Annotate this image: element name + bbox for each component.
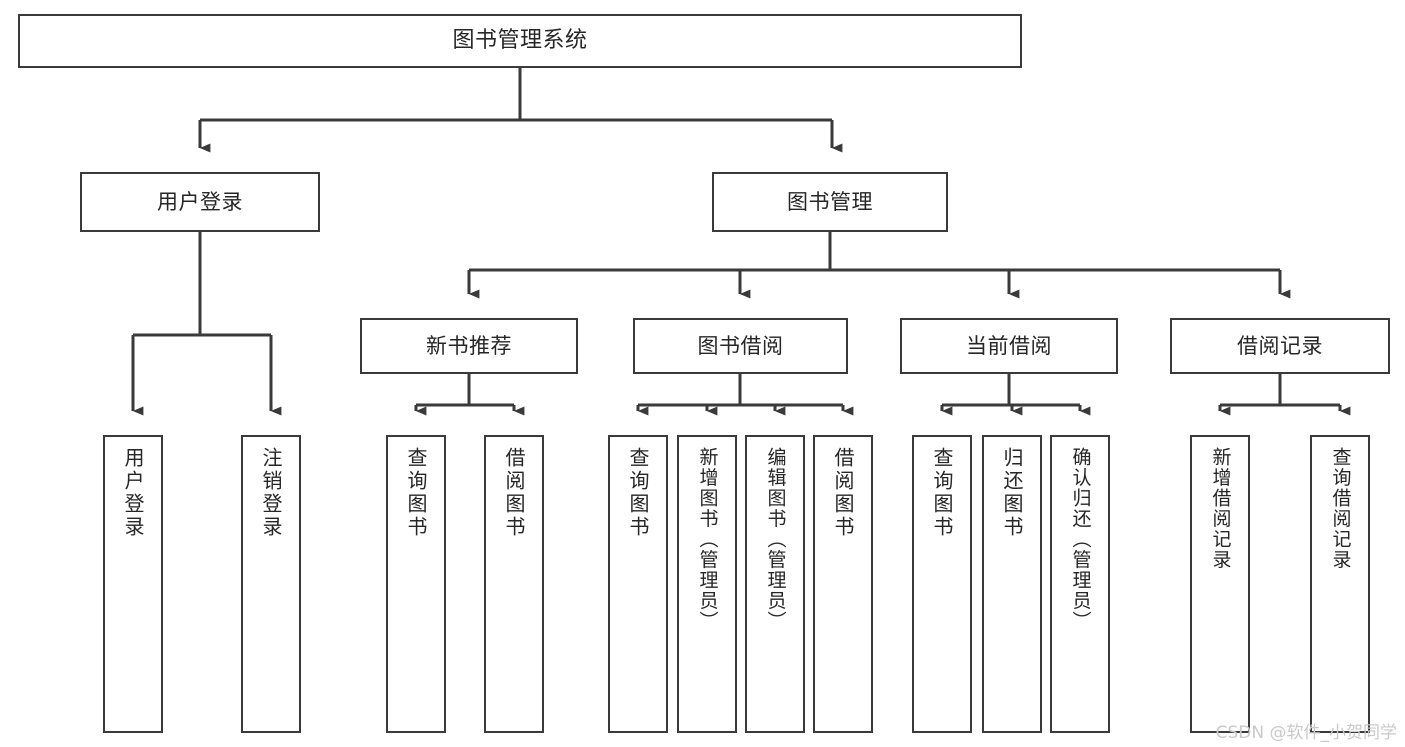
node-leaf-borrow-lend-book-label: 借阅图书 [831, 447, 855, 539]
node-leaf-borrow-edit-book[interactable]: 编辑图书（管理员） [745, 435, 805, 733]
node-current-loan[interactable]: 当前借阅 [900, 318, 1118, 374]
node-leaf-user-login-leaf[interactable]: 用户登录 [103, 435, 163, 733]
node-leaf-borrow-add-book-label: 新增图书（管理员） [696, 447, 719, 632]
node-root-label: 图书管理系统 [452, 28, 588, 54]
node-leaf-rec-query-book-label: 查询图书 [404, 447, 428, 539]
node-leaf-borrow-query-book[interactable]: 查询图书 [608, 435, 668, 733]
node-leaf-borrow-query-book-label: 查询图书 [626, 447, 650, 539]
node-loan-record[interactable]: 借阅记录 [1170, 318, 1390, 374]
node-leaf-loan-query-book-label: 查询图书 [930, 447, 954, 539]
node-leaf-borrow-lend-book[interactable]: 借阅图书 [813, 435, 873, 733]
node-leaf-rec-query-book[interactable]: 查询图书 [386, 435, 446, 733]
node-new-book-rec[interactable]: 新书推荐 [360, 318, 578, 374]
node-leaf-loan-confirm[interactable]: 确认归还（管理员） [1050, 435, 1110, 733]
node-book-manage[interactable]: 图书管理 [712, 172, 948, 232]
node-leaf-rec-borrow-book-label: 借阅图书 [502, 447, 526, 539]
node-book-borrow-label: 图书借阅 [697, 333, 784, 358]
node-leaf-record-query[interactable]: 查询借阅记录 [1310, 435, 1370, 733]
node-user-login[interactable]: 用户登录 [80, 172, 320, 232]
node-new-book-rec-label: 新书推荐 [426, 333, 512, 358]
node-leaf-user-logout-leaf-label: 注销登录 [259, 447, 283, 539]
node-leaf-record-add[interactable]: 新增借阅记录 [1190, 435, 1250, 733]
node-leaf-loan-return-book[interactable]: 归还图书 [982, 435, 1042, 733]
node-leaf-user-login-leaf-label: 用户登录 [121, 447, 145, 539]
node-leaf-borrow-add-book[interactable]: 新增图书（管理员） [677, 435, 737, 733]
node-book-manage-label: 图书管理 [787, 189, 873, 214]
node-leaf-borrow-edit-book-label: 编辑图书（管理员） [764, 447, 787, 632]
node-leaf-loan-confirm-label: 确认归还（管理员） [1069, 447, 1092, 632]
node-leaf-rec-borrow-book[interactable]: 借阅图书 [484, 435, 544, 733]
watermark-text: CSDN @软件_小贺同学 [1215, 723, 1397, 743]
node-book-borrow[interactable]: 图书借阅 [633, 318, 848, 374]
node-leaf-loan-return-book-label: 归还图书 [1000, 447, 1024, 539]
node-leaf-user-logout-leaf[interactable]: 注销登录 [241, 435, 301, 733]
node-leaf-record-add-label: 新增借阅记录 [1209, 447, 1232, 570]
node-leaf-record-query-label: 查询借阅记录 [1329, 447, 1352, 570]
node-user-login-label: 用户登录 [157, 189, 243, 214]
node-loan-record-label: 借阅记录 [1237, 333, 1323, 358]
node-root-system[interactable]: 图书管理系统 [18, 14, 1022, 68]
node-current-loan-label: 当前借阅 [966, 333, 1052, 358]
node-leaf-loan-query-book[interactable]: 查询图书 [912, 435, 972, 733]
